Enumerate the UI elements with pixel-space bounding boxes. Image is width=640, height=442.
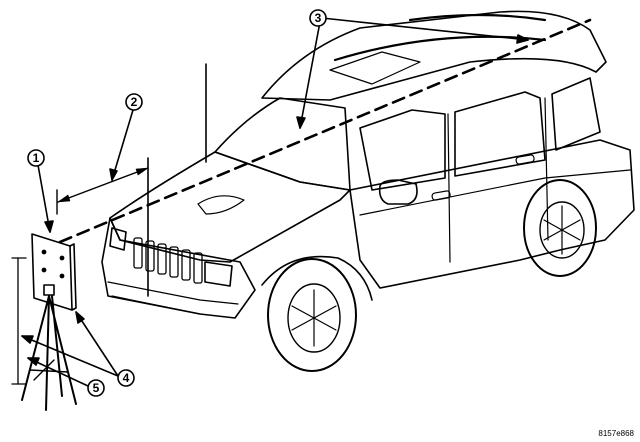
vehicle-quarter-window — [551, 77, 601, 151]
callout-4: 4 — [117, 369, 135, 387]
vehicle-grille — [133, 237, 203, 284]
target-mount — [43, 284, 55, 296]
vehicle-rear-rim — [539, 201, 585, 259]
callout-1: 1 — [27, 149, 45, 167]
vehicle-front-spokes — [291, 289, 337, 347]
tripod-legs — [21, 295, 77, 411]
tripod-braces — [29, 359, 69, 381]
callout-5-label: 5 — [93, 381, 100, 395]
vehicle-roof-rail-front — [408, 13, 547, 22]
callout-2-label: 2 — [131, 95, 138, 109]
vehicle-belt-line — [359, 169, 631, 216]
vehicle-body-side — [349, 139, 635, 289]
alignment-lines — [56, 18, 592, 297]
vehicle-door-handle-rear — [515, 154, 535, 165]
vehicle-door-line-rear — [544, 97, 549, 241]
vehicle-roof — [261, 10, 607, 101]
vehicle-bumper — [107, 281, 239, 315]
vehicle-headlight-right — [204, 261, 233, 287]
callout-3-label: 3 — [315, 11, 322, 25]
callout-3: 3 — [309, 9, 327, 27]
vehicle-rear-tire — [523, 179, 597, 277]
vehicle-front-tire — [267, 258, 357, 372]
vehicle-illustration — [101, 10, 635, 372]
vehicle-hood — [109, 151, 351, 263]
figure-code: 8157e868 — [598, 429, 634, 438]
callout-1-label: 1 — [33, 151, 40, 165]
vehicle-front-wheel-arch — [261, 255, 373, 301]
vehicle-front-fascia — [101, 217, 256, 319]
callout-leaders — [21, 17, 529, 387]
callout-4-label: 4 — [123, 371, 130, 385]
vehicle-rear-side-window — [454, 91, 546, 177]
vehicle-front-side-window — [359, 109, 446, 191]
vehicle-rear-spokes — [543, 205, 581, 255]
vehicle-windshield — [214, 97, 351, 191]
distance-dimension-line — [57, 167, 149, 203]
vehicle-door-handle-front — [431, 190, 451, 201]
vehicle-headlight-left — [109, 227, 127, 251]
vehicle-hood-vent — [197, 195, 245, 215]
vehicle-roof-rail-rear — [333, 35, 547, 62]
vehicle-side-mirror — [378, 179, 418, 205]
vehicle-door-line-front — [447, 113, 451, 263]
vehicle-front-rim — [287, 283, 341, 353]
callout-5: 5 — [87, 379, 105, 397]
target-stand — [11, 233, 77, 411]
target-board-edge — [69, 243, 77, 311]
callout-2: 2 — [125, 93, 143, 111]
vehicle-sunroof — [329, 51, 421, 85]
